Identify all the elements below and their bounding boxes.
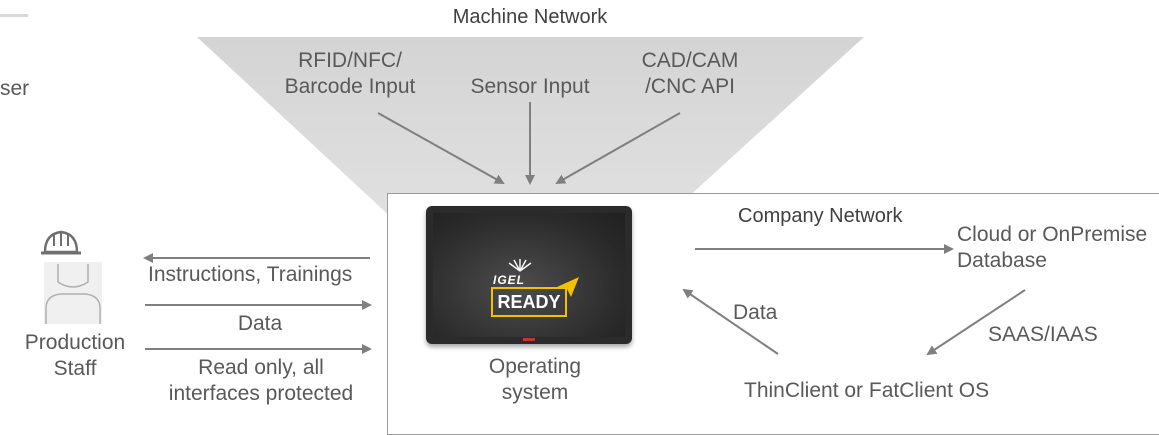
top-left-rule <box>0 14 28 17</box>
device-caption-line1: Operating <box>488 355 582 378</box>
input-cad: CAD/CAM /CNC API <box>620 48 760 100</box>
logo-rays-icon <box>508 259 532 272</box>
client-os-label: ThinClient or FatClient OS <box>744 379 990 402</box>
device-monitor: IGEL READY <box>426 206 632 344</box>
readonly-label: Read only, all interfaces protected <box>150 355 372 407</box>
paper-plane-icon <box>557 277 579 297</box>
staff-line2: Staff <box>53 357 97 380</box>
arrow-rfid <box>377 112 505 184</box>
input-rfid-line2: Barcode Input <box>284 75 416 98</box>
input-cad-line1: CAD/CAM <box>641 49 739 72</box>
cloud-line1: Cloud or OnPremise <box>957 223 1148 246</box>
input-sensor-label: Sensor Input <box>470 75 590 98</box>
company-network-title: Company Network <box>738 205 903 227</box>
arrows-layer <box>143 102 1026 356</box>
readonly-line1: Read only, all <box>198 356 324 379</box>
input-cad-line2: /CNC API <box>645 75 735 98</box>
logo-igel: IGEL <box>493 273 526 287</box>
arrow-saas <box>926 289 1026 356</box>
arrow-cad <box>555 112 681 184</box>
staff-data-label: Data <box>237 312 283 335</box>
device-screen: IGEL READY <box>433 213 625 337</box>
cloud-database-label: Cloud or OnPremise Database <box>957 222 1147 274</box>
device-caption: Operating system <box>450 354 620 406</box>
saas-label: SAAS/IAAS <box>988 323 1098 346</box>
arrow-data-client <box>682 288 779 355</box>
cloud-line2: Database <box>957 249 1047 272</box>
instructions-label: Instructions, Trainings <box>148 263 353 286</box>
input-sensor: Sensor Input <box>455 74 605 100</box>
readonly-line2: interfaces protected <box>168 382 354 405</box>
staff-line1: Production <box>24 331 126 354</box>
input-rfid-line1: RFID/NFC/ <box>298 49 402 72</box>
machine-network-title: Machine Network <box>452 6 608 28</box>
logo-ready: READY <box>491 287 567 317</box>
brand-mark <box>523 338 535 341</box>
input-rfid: RFID/NFC/ Barcode Input <box>270 48 430 100</box>
worker-icon <box>44 262 102 324</box>
company-data-label: Data <box>733 301 778 324</box>
helmet-icon <box>41 230 81 255</box>
device-caption-line2: system <box>501 381 569 404</box>
production-staff-label: Production Staff <box>5 330 145 382</box>
partial-label: ser <box>0 77 30 100</box>
